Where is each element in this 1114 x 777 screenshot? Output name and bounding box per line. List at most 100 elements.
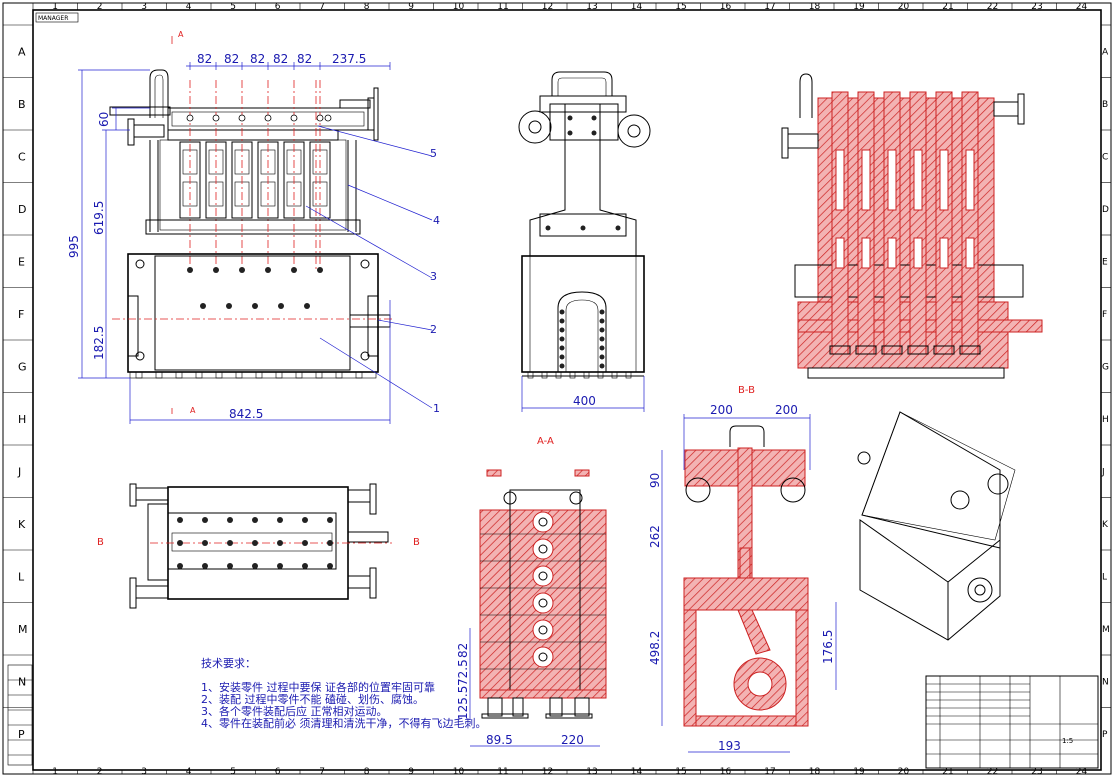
section-columns [829,91,981,355]
zone-row-label-left: C [18,150,26,163]
bolt [599,327,605,333]
bolt [360,259,370,269]
dim-side-width: 400 [573,394,596,408]
notes-title: 技术要求： [201,657,256,670]
foot-bolt [275,371,283,379]
valve-body [231,141,253,219]
section-foot [855,345,877,355]
dim-a-220: 220 [561,733,584,747]
zone-col-label-top: 22 [987,2,998,12]
bolt [213,267,219,273]
zone-row-label-right: L [1102,572,1107,582]
zone-row-label-right: F [1102,310,1107,320]
zone-row-label-right: N [1102,677,1109,687]
zone-row-label-left: P [18,728,25,741]
zone-row-label-right: E [1102,257,1108,267]
bolt [559,345,565,351]
section-ring [503,491,517,505]
zone-col-label-top: 11 [497,2,508,12]
zone-row-label-left: L [18,570,25,583]
zone-col-label-top: 6 [275,2,281,12]
notes-line-2: 2、装配 过程中零件不能 磕碰、划伤、腐蚀。 [201,692,424,706]
dim-pitch-4: 82 [273,52,288,66]
foot-bolt [315,371,323,379]
zone-col-label-bottom: 23 [1031,767,1042,777]
bolt [252,303,258,309]
zone-row-label-left: A [18,45,26,58]
dim-overall-height: 995 [67,235,81,258]
foot-bolt [215,371,223,379]
foot-bolt [527,371,534,379]
zone-row-label-left: F [18,308,24,321]
zone-row-label-right: P [1102,730,1108,740]
zone-row-label-right: J [1101,467,1105,477]
bolt [290,114,298,122]
section-ring [532,619,554,641]
zone-row-label-left: J [17,465,21,478]
zone-col-label-bottom: 10 [453,767,465,777]
dim-overall-width: 842.5 [229,407,263,421]
bolt [302,540,308,546]
side-bolts [527,115,632,379]
zone-col-label-bottom: 20 [898,767,910,777]
dim-pitch-2: 82 [224,52,239,66]
dim-pitch-3: 82 [250,52,265,66]
bolt [559,318,565,324]
zone-col-label-top: 12 [542,2,553,12]
zone-col-label-bottom: 12 [542,767,553,777]
bolt [559,363,565,369]
title-block: 1:5 [925,675,1099,769]
bolt [277,540,283,546]
zone-col-label-bottom: 3 [141,767,147,777]
zone-row-label-right: G [1102,362,1109,372]
dim-b-200-right: 200 [775,403,798,417]
foot-bolt [541,371,548,379]
notes-line-4: 4、零件在装配前必 须清理和清洗干净，不得有飞边毛刺。 [201,716,487,730]
zone-col-label-top: 13 [586,2,597,12]
section-view-top-right [781,73,1043,379]
zone-row-label-left: D [18,203,26,216]
section-window [939,149,949,211]
bolt [304,303,310,309]
zone-row-label-right: K [1102,520,1109,530]
zone-col-label-bottom: 1 [52,767,58,777]
zone-row-label-left: E [18,255,25,268]
zone-col-label-top: 9 [408,2,414,12]
bolt [599,336,605,342]
bolt [135,259,145,269]
bolt [265,267,271,273]
section-window [939,237,949,269]
zone-col-label-bottom: 8 [364,767,370,777]
valve-body [257,141,279,219]
section-a-rings [480,491,606,670]
section-ring-center [538,544,548,554]
bolt [227,540,233,546]
section-ring-center [538,571,548,581]
section-label-b: B-B [738,385,755,396]
section-mark-a-top: A [178,30,184,39]
zone-col-label-bottom: 15 [675,767,686,777]
balloon-3: 3 [430,270,437,283]
balloon-4: 4 [433,214,440,227]
title-block-scale: 1:5 [1062,737,1073,745]
dim-a-89-5: 89.5 [486,733,513,747]
section-mark-b-right: B [413,537,420,548]
zone-col-label-bottom: 11 [497,767,508,777]
bolt [212,114,220,122]
zone-row-label-right: A [1102,47,1109,57]
zone-row-label-left: N [18,675,26,688]
bolt [599,363,605,369]
plan-view: B B [97,483,420,609]
dim-b-200-left: 200 [710,403,733,417]
bolt [264,114,272,122]
section-ring-center [538,598,548,608]
dim-b-90: 90 [648,473,662,488]
section-foot [829,345,851,355]
zone-col-label-bottom: 19 [853,767,865,777]
section-ring [532,592,554,614]
section-mark-a-bottom: A [190,406,196,415]
bolt [291,267,297,273]
